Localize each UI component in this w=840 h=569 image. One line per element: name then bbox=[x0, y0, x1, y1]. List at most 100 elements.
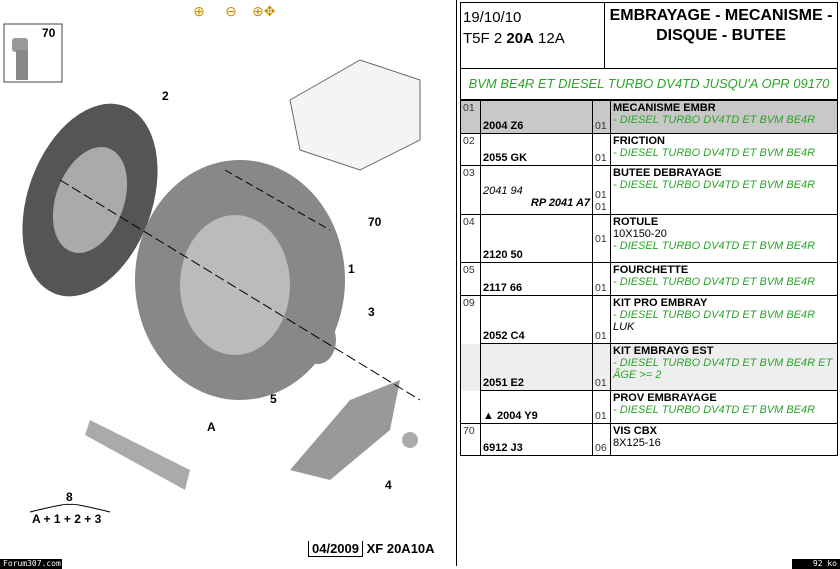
part-brand: LUK bbox=[613, 321, 635, 333]
part-name: MECANISME EMBR bbox=[613, 102, 716, 114]
part-name: FOURCHETTE bbox=[613, 264, 689, 276]
ref-cell: ▲ 2004 Y9 bbox=[480, 390, 593, 424]
drawing-reference: 04/2009 XF 20A10A bbox=[308, 541, 435, 557]
item-number: 05 bbox=[460, 262, 481, 296]
ref-code: XF 20A10A bbox=[366, 541, 435, 556]
qty: 01 bbox=[595, 282, 607, 294]
callout-3: 3 bbox=[368, 305, 375, 319]
part-ref[interactable]: 2052 C4 bbox=[483, 330, 525, 342]
ref-cell: 2041 94 RP 2041 A7 bbox=[480, 165, 593, 215]
qty-cell: 01 bbox=[592, 343, 611, 391]
vehicle-code: T5F 2 20A 12A bbox=[463, 28, 602, 49]
bolt-shaft bbox=[16, 50, 28, 80]
desc-cell: BUTEE DEBRAYAGE- DIESEL TURBO DV4TD ET B… bbox=[610, 165, 838, 215]
part-note: - DIESEL TURBO DV4TD ET BVM BE4R bbox=[613, 404, 816, 416]
part-ref[interactable]: 2055 GK bbox=[483, 152, 528, 164]
kit-number: 8 bbox=[66, 490, 73, 504]
callout-70-box: 70 bbox=[42, 26, 56, 40]
qty: 01 bbox=[595, 330, 607, 342]
part-spec: 8X125-16 bbox=[613, 437, 661, 449]
header-date: 19/10/10 bbox=[463, 9, 522, 26]
pivot-ball bbox=[402, 432, 418, 448]
part-name: KIT PRO EMBRAY bbox=[613, 297, 708, 309]
qty-cell: 01 bbox=[592, 133, 611, 166]
part-ref-alt[interactable]: RP 2041 A7 bbox=[530, 196, 590, 209]
item-number bbox=[460, 343, 481, 391]
callout-A: A bbox=[207, 420, 216, 434]
code-suffix: 12A bbox=[533, 30, 565, 47]
callout-70: 70 bbox=[368, 215, 382, 229]
part-note: - DIESEL TURBO DV4TD ET BVM BE4R bbox=[613, 309, 816, 321]
callout-5: 5 bbox=[270, 392, 277, 406]
site-label: Forum307.com bbox=[0, 559, 62, 569]
part-name: VIS CBX bbox=[613, 425, 658, 437]
part-name: BUTEE DEBRAYAGE bbox=[613, 167, 722, 179]
part-name: ROTULE bbox=[613, 216, 659, 228]
code-bold: 20A bbox=[506, 30, 534, 47]
input-shaft bbox=[85, 420, 190, 490]
part-ref[interactable]: 2041 94 bbox=[483, 184, 523, 197]
qty: 01 bbox=[595, 120, 607, 132]
subtitle: BVM BE4R ET DIESEL TURBO DV4TD JUSQU'A O… bbox=[460, 68, 838, 100]
qty: 06 bbox=[595, 442, 607, 454]
part-ref[interactable]: 2117 66 bbox=[483, 282, 523, 294]
desc-cell: MECANISME EMBR- DIESEL TURBO DV4TD ET BV… bbox=[610, 100, 838, 134]
part-ref[interactable]: 2004 Z6 bbox=[483, 120, 524, 132]
desc-cell: PROV EMBRAYAGE- DIESEL TURBO DV4TD ET BV… bbox=[610, 390, 838, 424]
ref-cell: 2052 C4 bbox=[480, 295, 593, 344]
ref-cell: 2117 66 bbox=[480, 262, 593, 296]
desc-cell: FRICTION- DIESEL TURBO DV4TD ET BVM BE4R bbox=[610, 133, 838, 166]
part-name: PROV EMBRAYAGE bbox=[613, 392, 717, 404]
desc-cell: KIT PRO EMBRAY- DIESEL TURBO DV4TD ET BV… bbox=[610, 295, 838, 344]
qty: 01 bbox=[595, 410, 607, 422]
desc-cell: KIT EMBRAYG EST- DIESEL TURBO DV4TD ET B… bbox=[610, 343, 838, 391]
diagram-panel: ⊕ ⊖ ⊕✥ 70 2 1 70 3 5 A 4 8 A + 1 + 2 + 3… bbox=[3, 0, 457, 566]
part-note: - DIESEL TURBO DV4TD ET BVM BE4R ET ÂGE … bbox=[613, 357, 833, 381]
callout-2: 2 bbox=[162, 89, 169, 103]
item-number: 01 bbox=[460, 100, 481, 134]
item-number: 70 bbox=[460, 423, 481, 456]
callout-1: 1 bbox=[348, 262, 355, 276]
pressure-plate-spring bbox=[180, 215, 290, 355]
zoom-move-icon[interactable]: ⊕✥ bbox=[252, 3, 276, 19]
zoom-in-icon[interactable]: ⊕ bbox=[193, 3, 205, 19]
qty-cell: 01 bbox=[592, 390, 611, 424]
release-bearing bbox=[300, 316, 336, 364]
ref-cell: 2051 E2 bbox=[480, 343, 593, 391]
clutch-disc-hub bbox=[52, 147, 128, 253]
qty: 01 bbox=[595, 232, 607, 245]
part-spec: 10X150-20 bbox=[613, 228, 667, 240]
part-note: - DIESEL TURBO DV4TD ET BVM BE4R bbox=[613, 276, 816, 288]
part-ref[interactable]: 2120 50 bbox=[483, 249, 523, 261]
qty: 01 bbox=[595, 152, 607, 164]
warning-icon: ▲ bbox=[483, 410, 494, 422]
part-ref[interactable]: 2051 E2 bbox=[483, 377, 524, 389]
part-name: KIT EMBRAYG EST bbox=[613, 345, 714, 357]
part-70-box bbox=[3, 23, 63, 83]
part-note: - DIESEL TURBO DV4TD ET BVM BE4R bbox=[613, 179, 816, 191]
code-prefix: T5F 2 bbox=[463, 30, 507, 47]
item-number: 04 bbox=[460, 214, 481, 263]
qty-alt: 01 bbox=[595, 201, 607, 213]
part-ref[interactable]: 6912 J3 bbox=[483, 442, 523, 454]
zoom-out-icon[interactable]: ⊖ bbox=[225, 3, 237, 19]
part-note: - DIESEL TURBO DV4TD ET BVM BE4R bbox=[613, 240, 816, 252]
date-box: 04/2009 bbox=[308, 541, 363, 557]
item-number: 09 bbox=[460, 295, 481, 344]
ref-cell: 6912 J3 bbox=[480, 423, 593, 456]
part-ref[interactable]: 2004 Y9 bbox=[496, 410, 538, 422]
callout-4: 4 bbox=[385, 478, 392, 492]
item-number: 02 bbox=[460, 133, 481, 166]
